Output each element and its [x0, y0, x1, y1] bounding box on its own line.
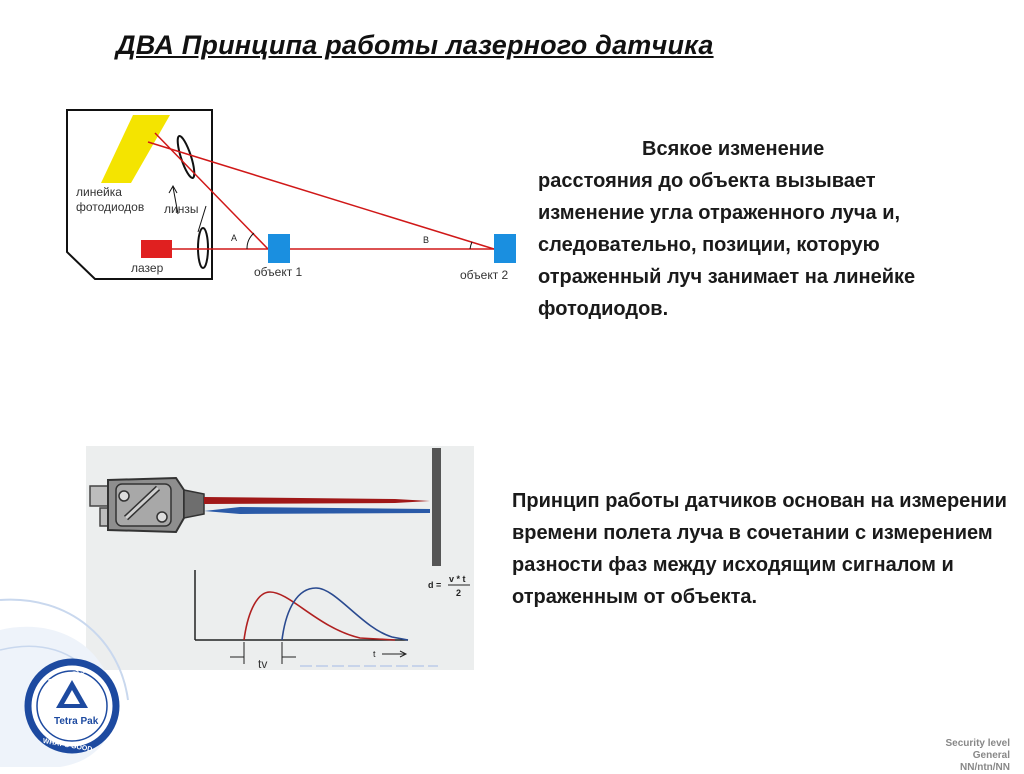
- object1-label: объект 1: [254, 265, 303, 279]
- laser-source: [141, 240, 172, 258]
- photodiode-array: [101, 115, 170, 183]
- angle-b-label: B: [423, 235, 429, 245]
- logo-brand: Tetra Pak: [54, 716, 99, 727]
- time-of-flight-description: Принцип работы датчиков основан на измер…: [512, 485, 1012, 613]
- photodiode-label-2: фотодиодов: [76, 200, 144, 214]
- formula-denominator: 2: [456, 588, 461, 598]
- tv-label: tv: [258, 657, 267, 671]
- security-level-line2: General: [946, 750, 1010, 762]
- triangulation-description-rest: расстояния до объекта вызывает изменение…: [538, 170, 915, 320]
- lenses-label: линзы: [164, 202, 198, 216]
- triangulation-diagram: линейка фотодиодов линзы лазер A B объек…: [60, 105, 530, 295]
- formula-lhs: d =: [428, 580, 441, 590]
- laser-label: лазер: [131, 261, 164, 275]
- security-level: Security level General NN/ntn/NN: [946, 738, 1010, 774]
- tetra-pak-logo: Tetra Pak PROTECTS WHAT'S GOOD: [0, 590, 130, 767]
- time-of-flight-diagram: d = v * t 2 tv t: [86, 446, 474, 670]
- lens-lower: [198, 228, 208, 268]
- target-wall: [432, 448, 441, 566]
- security-level-line1: Security level: [946, 738, 1010, 750]
- triangulation-description-line1: Всякое изменение: [538, 133, 978, 165]
- formula-numerator: v * t: [449, 574, 466, 584]
- angle-a-label: A: [231, 233, 237, 243]
- object-2: [494, 234, 516, 263]
- triangulation-description: Всякое изменение расстояния до объекта в…: [538, 133, 978, 325]
- security-level-line3: NN/ntn/NN: [946, 762, 1010, 774]
- page-title: ДВА Принципа работы лазерного датчика: [116, 30, 714, 61]
- object2-label: объект 2: [460, 268, 509, 282]
- object-1: [268, 234, 290, 263]
- photodiode-label-1: линейка: [76, 185, 122, 199]
